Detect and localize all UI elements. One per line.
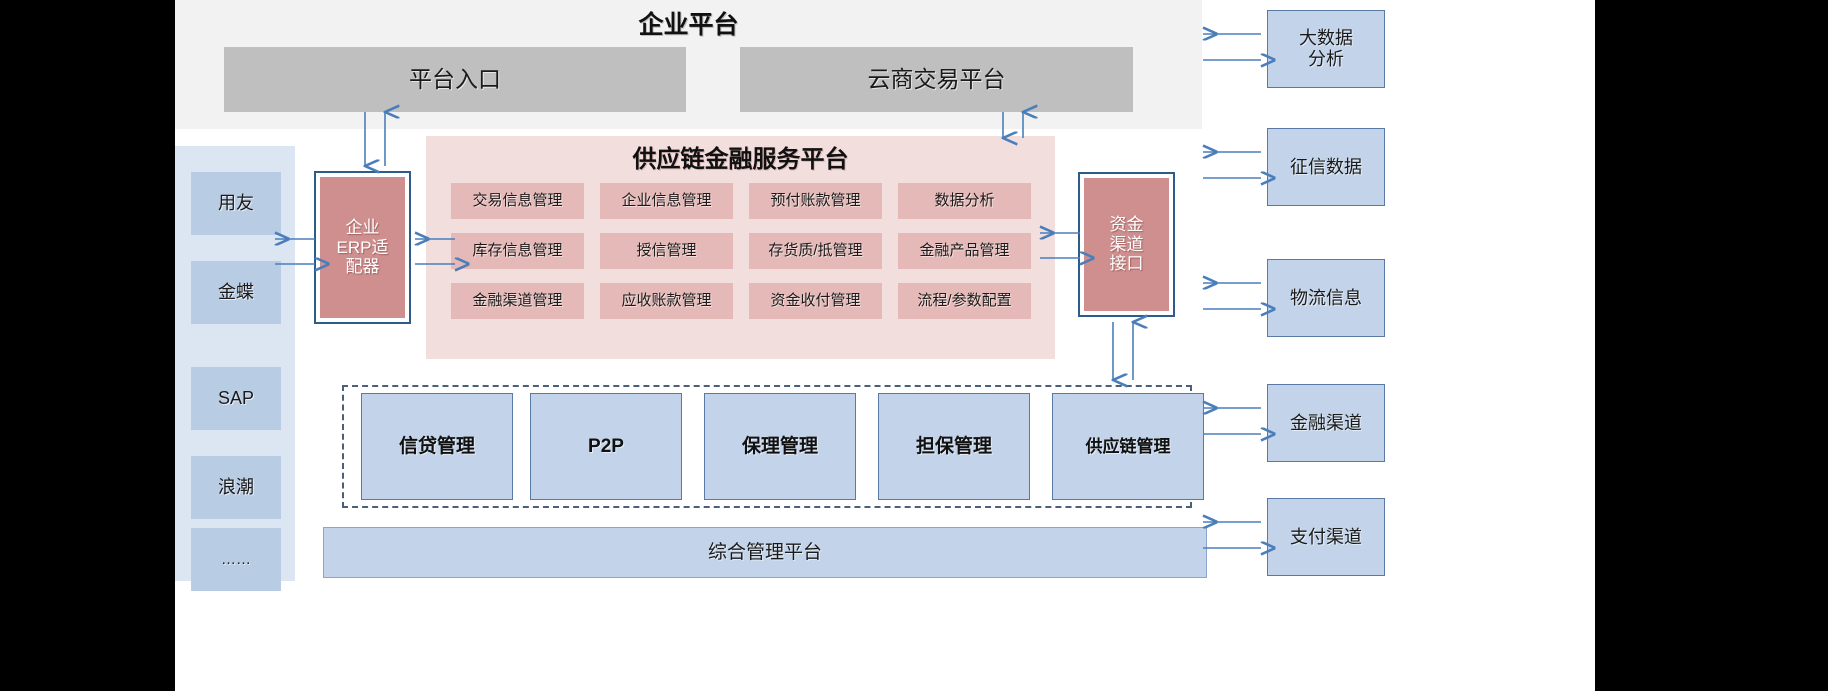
fund-line1: 资金 (1109, 215, 1144, 235)
scf-module[interactable]: 授信管理 (600, 233, 733, 269)
platform-entry-box[interactable]: 平台入口 (224, 47, 686, 112)
erp-adapter-line1: 企业 (345, 218, 380, 238)
scf-module[interactable]: 企业信息管理 (600, 183, 733, 219)
scf-module-grid: 交易信息管理 企业信息管理 预付账款管理 数据分析 库存信息管理 授信管理 存货… (451, 183, 1031, 337)
arrow-platform-entry-to-adapter (357, 110, 397, 172)
arrow-external-credit-data (1199, 146, 1263, 192)
external-financial-channel[interactable]: 金融渠道 (1267, 384, 1385, 462)
scf-module[interactable]: 金融渠道管理 (451, 283, 584, 319)
scf-module[interactable]: 预付账款管理 (749, 183, 882, 219)
scf-module[interactable]: 交易信息管理 (451, 183, 584, 219)
ext1-line2: 分析 (1308, 49, 1344, 69)
scf-module[interactable]: 存货质/抵管理 (749, 233, 882, 269)
erp-adapter-line3: 配器 (345, 257, 380, 277)
erp-item-yonyou[interactable]: 用友 (191, 172, 281, 235)
arrow-cloud-trade-to-scf (995, 110, 1035, 144)
service-factoring-management[interactable]: 保理管理 (704, 393, 856, 500)
scf-module[interactable]: 资金收付管理 (749, 283, 882, 319)
fund-line3: 接口 (1109, 254, 1144, 274)
arrow-external-payment-channel (1199, 516, 1263, 562)
arrow-scf-to-fund-interface (1036, 228, 1082, 272)
ext1-line1: 大数据 (1299, 28, 1353, 49)
service-credit-management[interactable]: 信贷管理 (361, 393, 513, 500)
erp-item-more[interactable]: …… (191, 528, 281, 591)
service-p2p[interactable]: P2P (530, 393, 682, 500)
arrow-external-bigdata (1199, 28, 1263, 74)
enterprise-platform-title: 企业平台 (638, 10, 739, 39)
arrow-external-logistics (1199, 277, 1263, 323)
external-bigdata-analysis[interactable]: 大数据 分析 (1267, 10, 1385, 88)
cloud-trade-platform-box[interactable]: 云商交易平台 (740, 47, 1133, 112)
erp-item-inspur[interactable]: 浪潮 (191, 456, 281, 519)
scf-platform-title: 供应链金融服务平台 (632, 146, 849, 174)
external-payment-channel[interactable]: 支付渠道 (1267, 498, 1385, 576)
erp-item-kingdee[interactable]: 金蝶 (191, 261, 281, 324)
scf-module[interactable]: 应收账款管理 (600, 283, 733, 319)
erp-adapter-line2: ERP适 (336, 237, 389, 257)
fund-channel-interface-box[interactable]: 资金 渠道 接口 (1084, 178, 1169, 311)
arrow-adapter-to-scf (411, 234, 457, 278)
arrow-fund-interface-to-supply-chain (1105, 320, 1145, 386)
erp-adapter-box[interactable]: 企业 ERP适 配器 (320, 177, 405, 318)
diagram-canvas: 企业平台 平台入口 云商交易平台 用友 金蝶 SAP 浪潮 …… 企业 ERP适… (175, 0, 1595, 691)
scf-module[interactable]: 流程/参数配置 (898, 283, 1031, 319)
fund-line2: 渠道 (1109, 234, 1144, 254)
service-supply-chain-management[interactable]: 供应链管理 (1052, 393, 1204, 500)
integrated-management-platform-bar[interactable]: 综合管理平台 (323, 527, 1207, 578)
scf-module[interactable]: 金融产品管理 (898, 233, 1031, 269)
scf-module[interactable]: 数据分析 (898, 183, 1031, 219)
erp-item-sap[interactable]: SAP (191, 367, 281, 430)
arrow-external-financial-channel (1199, 402, 1263, 448)
service-guarantee-management[interactable]: 担保管理 (878, 393, 1030, 500)
arrow-adapter-to-erp (271, 234, 317, 278)
external-logistics-info[interactable]: 物流信息 (1267, 259, 1385, 337)
external-credit-data[interactable]: 征信数据 (1267, 128, 1385, 206)
scf-module[interactable]: 库存信息管理 (451, 233, 584, 269)
